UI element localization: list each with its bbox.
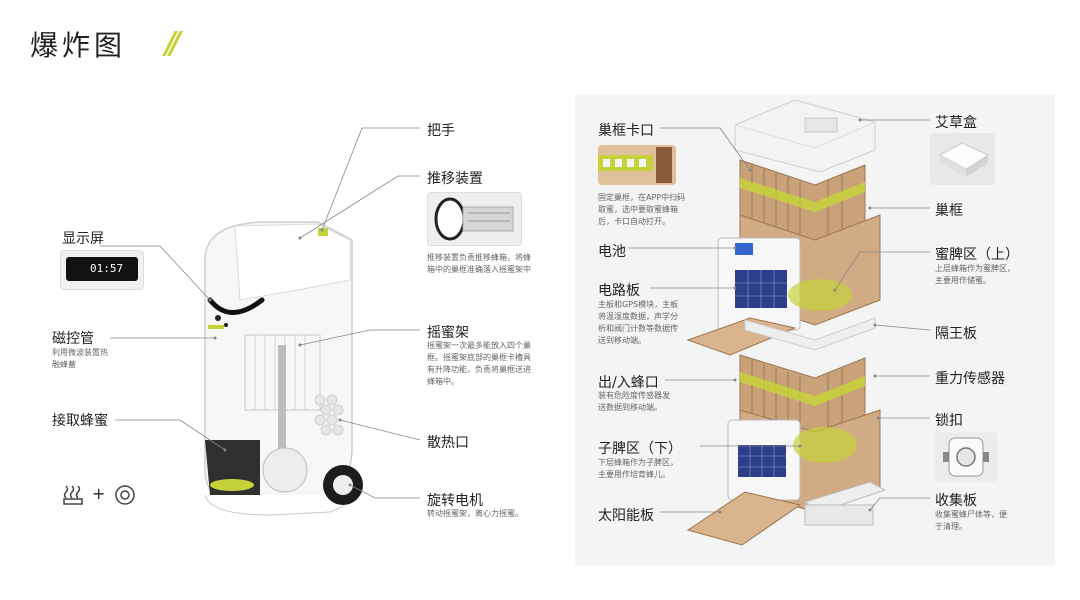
leader-display (100, 245, 211, 301)
label-frame-slot: 巢框卡口 (598, 123, 654, 139)
desc-magnetron: 利用微波装置热融蜂蓋 (52, 348, 108, 369)
leader-shake (299, 329, 420, 346)
desc-brood-area: 下层蜂箱作为子脾区，主要用作培育蜂儿。 (598, 458, 678, 479)
heat-plus-gear-icons (63, 485, 135, 505)
label-honey-area: 蜜脾区（上） (935, 247, 1019, 263)
leader-heat (339, 419, 421, 441)
label-honey-collect: 接取蜂蜜 (52, 413, 108, 429)
label-lock: 锁扣 (935, 413, 963, 429)
leader-push (299, 175, 420, 239)
label-heat-vent: 散热口 (427, 435, 469, 451)
desc-push-device: 推移装置负责推移蜂箱，将蜂箱中的巢框准确落入摇蜜架中 (427, 253, 531, 274)
desc-frame-slot: 固定巢框，在APP中扫码取蜜，选中要取蜜蜂箱后，卡口自动打开。 (598, 193, 686, 226)
label-mugwort-box: 艾草盒 (935, 115, 977, 131)
mugwort-box-thumbnail (930, 133, 995, 185)
leader-honey-collect (115, 419, 226, 451)
desc-entrance: 装有危险度传感器发送数据到移动端。 (598, 391, 670, 412)
label-shake-rack: 摇蜜架 (427, 325, 469, 341)
label-battery: 电池 (598, 244, 626, 260)
label-gravity-sensor: 重力传感器 (935, 371, 1005, 387)
lock-thumbnail (935, 432, 997, 482)
label-handle: 把手 (427, 123, 455, 139)
gear-icon (115, 485, 135, 505)
label-rotary-motor: 旋转电机 (427, 493, 483, 509)
label-brood-area: 子脾区（下） (598, 441, 682, 457)
label-frame: 巢框 (935, 203, 963, 219)
desc-shake-rack: 摇蜜架一次最多能放入四个巢框。摇蜜架底部的巢框卡槽具 有升降功能，负责将巢框送进… (427, 341, 531, 386)
desc-circuit-board: 主板和GPS模块，主板将温湿度数据，声学分 析和阀门计数等数据传送到移动端。 (598, 300, 679, 345)
heat-icon (63, 485, 83, 505)
label-push-device: 推移装置 (427, 171, 483, 187)
label-solar-panel: 太阳能板 (598, 508, 654, 524)
push-device-thumbnail (427, 192, 522, 246)
display-thumbnail: 01:57 (60, 250, 144, 290)
display-screen: 01:57 (66, 257, 138, 281)
desc-honey-area: 上层蜂箱作为蜜脾区，主要用作储蜜。 (935, 264, 1015, 285)
leader-queen-ex (874, 324, 931, 331)
frame-slot-thumbnail (598, 145, 676, 185)
leader-collect (869, 497, 930, 511)
display-time: 01:57 (90, 262, 124, 275)
label-magnetron: 磁控管 (52, 331, 94, 347)
label-display: 显示屏 (62, 231, 104, 247)
page-title: 爆炸图 (30, 29, 127, 62)
label-queen-excluder: 隔王板 (935, 326, 977, 342)
leader-handle (321, 127, 420, 231)
label-entrance: 出/入蜂口 (598, 375, 659, 391)
desc-collection-board: 收集蜜蜂尸体等，便于清理。 (935, 510, 1007, 531)
label-collection-board: 收集板 (935, 493, 977, 509)
plus-sign: + (92, 484, 106, 503)
desc-rotary-motor: 转动摇蜜架，离心力摇蜜。 (427, 509, 523, 518)
label-circuit-board: 电路板 (598, 283, 640, 299)
leader-honey-area (834, 251, 930, 291)
leader-frame-slot (660, 127, 751, 171)
leader-motor (349, 484, 420, 499)
